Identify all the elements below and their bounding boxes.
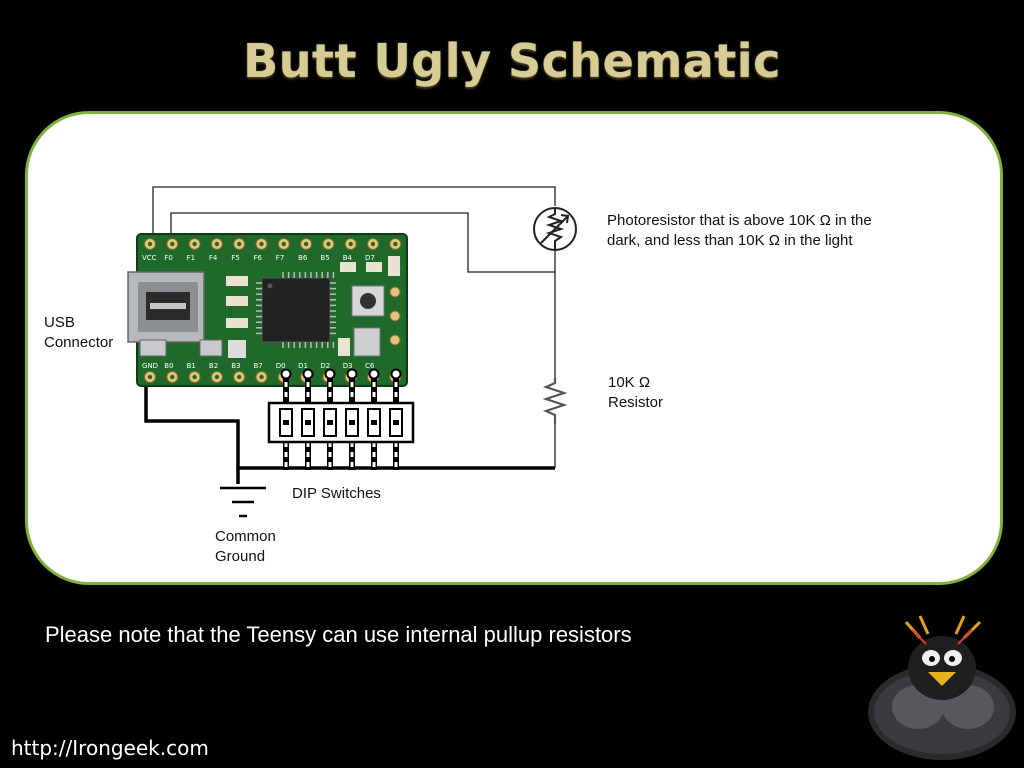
top-pin-label: F1: [187, 254, 195, 262]
top-pin-label: VCC: [142, 254, 157, 262]
mascot-image: [868, 615, 1016, 760]
dip-switch-lead: [390, 368, 402, 470]
dip-switch-lead: [280, 368, 292, 470]
top-pin-label: B4: [343, 254, 353, 262]
mcu-chip: [261, 277, 331, 343]
top-pin-label: D7: [365, 254, 375, 262]
bottom-pin-label: D0: [276, 362, 286, 370]
dip-switch-block: [267, 368, 415, 470]
top-pin-label: F6: [254, 254, 263, 262]
bottom-pin-label: B0: [164, 362, 173, 370]
thick-wires: [144, 385, 555, 484]
usb-connector-shape: [127, 271, 223, 357]
usb-label: USB Connector: [44, 314, 114, 351]
bottom-pin-label: GND: [142, 362, 158, 370]
dip-switch-lead: [346, 368, 358, 470]
top-pin-label: F4: [209, 254, 218, 262]
mcu-leads: [256, 272, 336, 348]
bottom-pin-label: D2: [320, 362, 330, 370]
bottom-pin-label: B2: [209, 362, 218, 370]
bottom-pin-label: D1: [298, 362, 308, 370]
common-ground-label: Common Ground: [215, 528, 276, 565]
top-pin-label: B6: [298, 254, 308, 262]
dip-switch-lead: [324, 368, 336, 470]
top-pin-label: F0: [164, 254, 172, 262]
bottom-pin-label: D3: [343, 362, 353, 370]
top-pin-label: B5: [320, 254, 329, 262]
thin-wires: [152, 186, 556, 468]
photoresistor-label: Photoresistor that is above 10K Ω in the…: [607, 212, 872, 249]
photoresistor-symbol: [533, 207, 577, 251]
side-pin-pad: [389, 286, 401, 298]
dip-switch-lead: [368, 368, 380, 470]
bottom-pin-label: C6: [365, 362, 375, 370]
bottom-pin-label: B3: [231, 362, 240, 370]
dip-switch-lead: [302, 368, 314, 470]
site-url: http://Irongeek.com: [11, 736, 209, 760]
pullup-note: Please note that the Teensy can use inte…: [45, 622, 632, 647]
resistor-label: 10K Ω Resistor: [608, 374, 664, 411]
bottom-pin-label: B7: [254, 362, 263, 370]
slide-title: Butt Ugly Schematic: [243, 34, 781, 88]
dip-switches-label: DIP Switches: [292, 485, 381, 502]
ground-symbol: [220, 486, 266, 518]
side-pin-pad: [389, 310, 401, 322]
top-pin-label: F7: [276, 254, 284, 262]
bottom-pin-label: B1: [187, 362, 196, 370]
resistor-symbol: [542, 378, 568, 424]
top-pin-label: F5: [231, 254, 239, 262]
side-pin-pad: [389, 334, 401, 346]
